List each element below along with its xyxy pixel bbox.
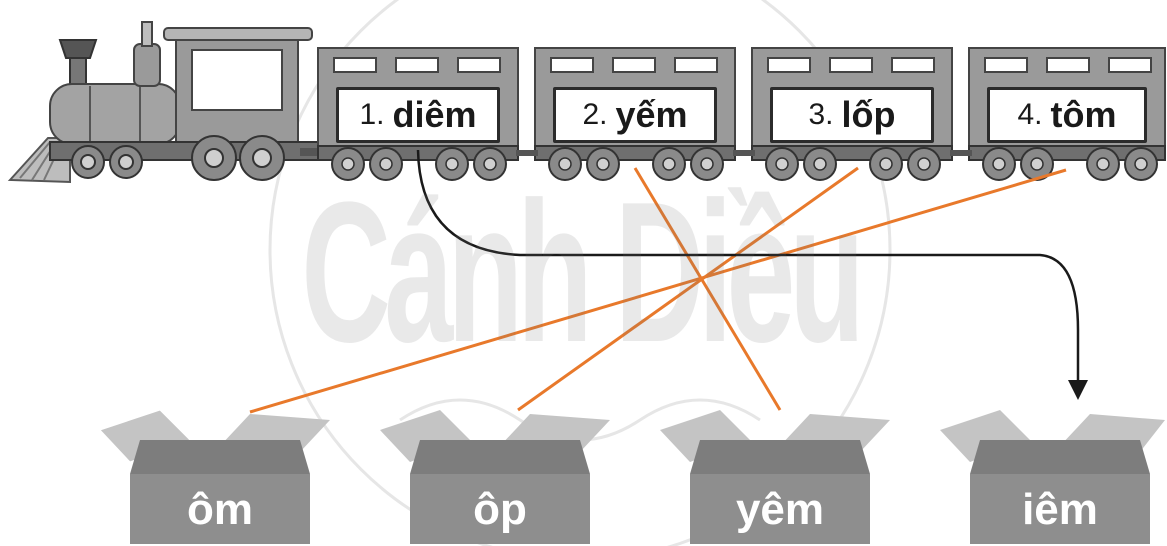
- connector-lop: [517, 166, 859, 412]
- connector-yem: [633, 167, 782, 411]
- wheel-icon: [71, 135, 285, 181]
- box-label-om: ôm: [187, 485, 253, 534]
- wagon-label-1: 1. diêm: [336, 87, 500, 143]
- locomotive-icon: [7, 21, 321, 184]
- wagon-word: diêm: [392, 94, 477, 135]
- wagon-number: 2.: [582, 98, 608, 131]
- cardboard-box-icon: [99, 409, 1165, 544]
- matching-lines: [249, 166, 1067, 414]
- box-label-iem: iêm: [1022, 485, 1098, 534]
- example-arrow: [416, 149, 1088, 400]
- wagon-word: lốp: [841, 94, 896, 135]
- box-label-op: ôp: [473, 485, 527, 534]
- watermark-text: Cánh Diều: [301, 161, 865, 384]
- wagon-word: yếm: [615, 94, 688, 135]
- wagon-number: 1.: [359, 98, 385, 131]
- wagon-label-2: 2. yếm: [553, 87, 717, 143]
- wagon-number: 4.: [1017, 98, 1043, 131]
- connector-tom: [249, 168, 1067, 414]
- box-label-yem: yêm: [735, 485, 825, 534]
- wagon-word: tôm: [1050, 94, 1117, 135]
- wagon-label-3: 3. lốp: [770, 87, 934, 143]
- wagon-label-4: 4. tôm: [987, 87, 1147, 143]
- wagon-number: 3.: [808, 98, 834, 131]
